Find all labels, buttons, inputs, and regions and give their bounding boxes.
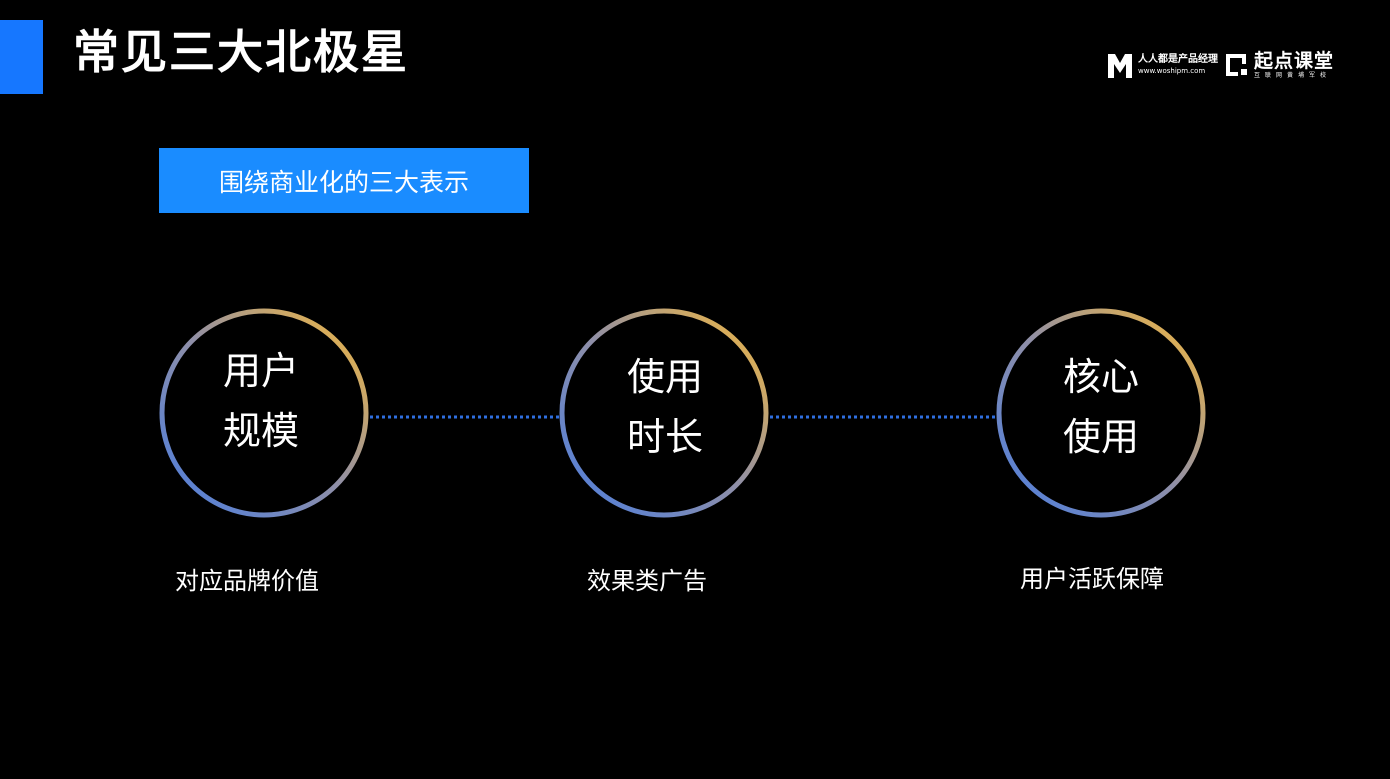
- metric-label-line1: 使用: [626, 355, 703, 399]
- woshipm-logo-url: www.woshipm.com: [1138, 67, 1206, 75]
- metric-label-line2: 规模: [222, 409, 299, 453]
- metric-caption-core-usage: 用户活跃保障: [1020, 565, 1164, 593]
- woshipm-logo-name: 人人都是产品经理: [1138, 54, 1218, 65]
- qidian-logo-sub: 互联网黄埔军校: [1254, 71, 1332, 79]
- qidian-logo-name: 起点课堂: [1254, 49, 1335, 72]
- metric-label-core-usage: 核心 使用: [995, 301, 1207, 513]
- qidian-logo-icon: [1226, 54, 1247, 76]
- metric-label-line1: 用户: [222, 349, 299, 393]
- subtitle-box: 围绕商业化的三大表示: [159, 148, 529, 213]
- metric-label-line1: 核心: [1062, 355, 1139, 399]
- metric-caption-user-scale: 对应品牌价值: [175, 567, 319, 595]
- metric-label-usage-duration: 使用 时长: [559, 301, 771, 513]
- metric-label-line2: 使用: [1062, 415, 1139, 459]
- title-accent-bar: [0, 20, 43, 94]
- metric-label-user-scale: 用户 规模: [155, 295, 367, 507]
- woshipm-logo-text: 人人都是产品经理 www.woshipm.com: [1138, 55, 1218, 75]
- woshipm-logo-icon: [1108, 54, 1132, 78]
- metric-ring-usage-duration: [559, 308, 769, 518]
- metric-ring-user-scale: [159, 308, 369, 518]
- metric-ring-core-usage: [996, 308, 1206, 518]
- slide-title: 常见三大北极星: [73, 25, 409, 79]
- metric-label-line2: 时长: [626, 415, 703, 459]
- metric-caption-usage-duration: 效果类广告: [587, 567, 707, 595]
- logo-group: 人人都是产品经理 www.woshipm.com 起点课堂 互联网黄埔军校: [1106, 48, 1334, 82]
- qidian-logo-text: 起点课堂 互联网黄埔军校: [1254, 49, 1335, 79]
